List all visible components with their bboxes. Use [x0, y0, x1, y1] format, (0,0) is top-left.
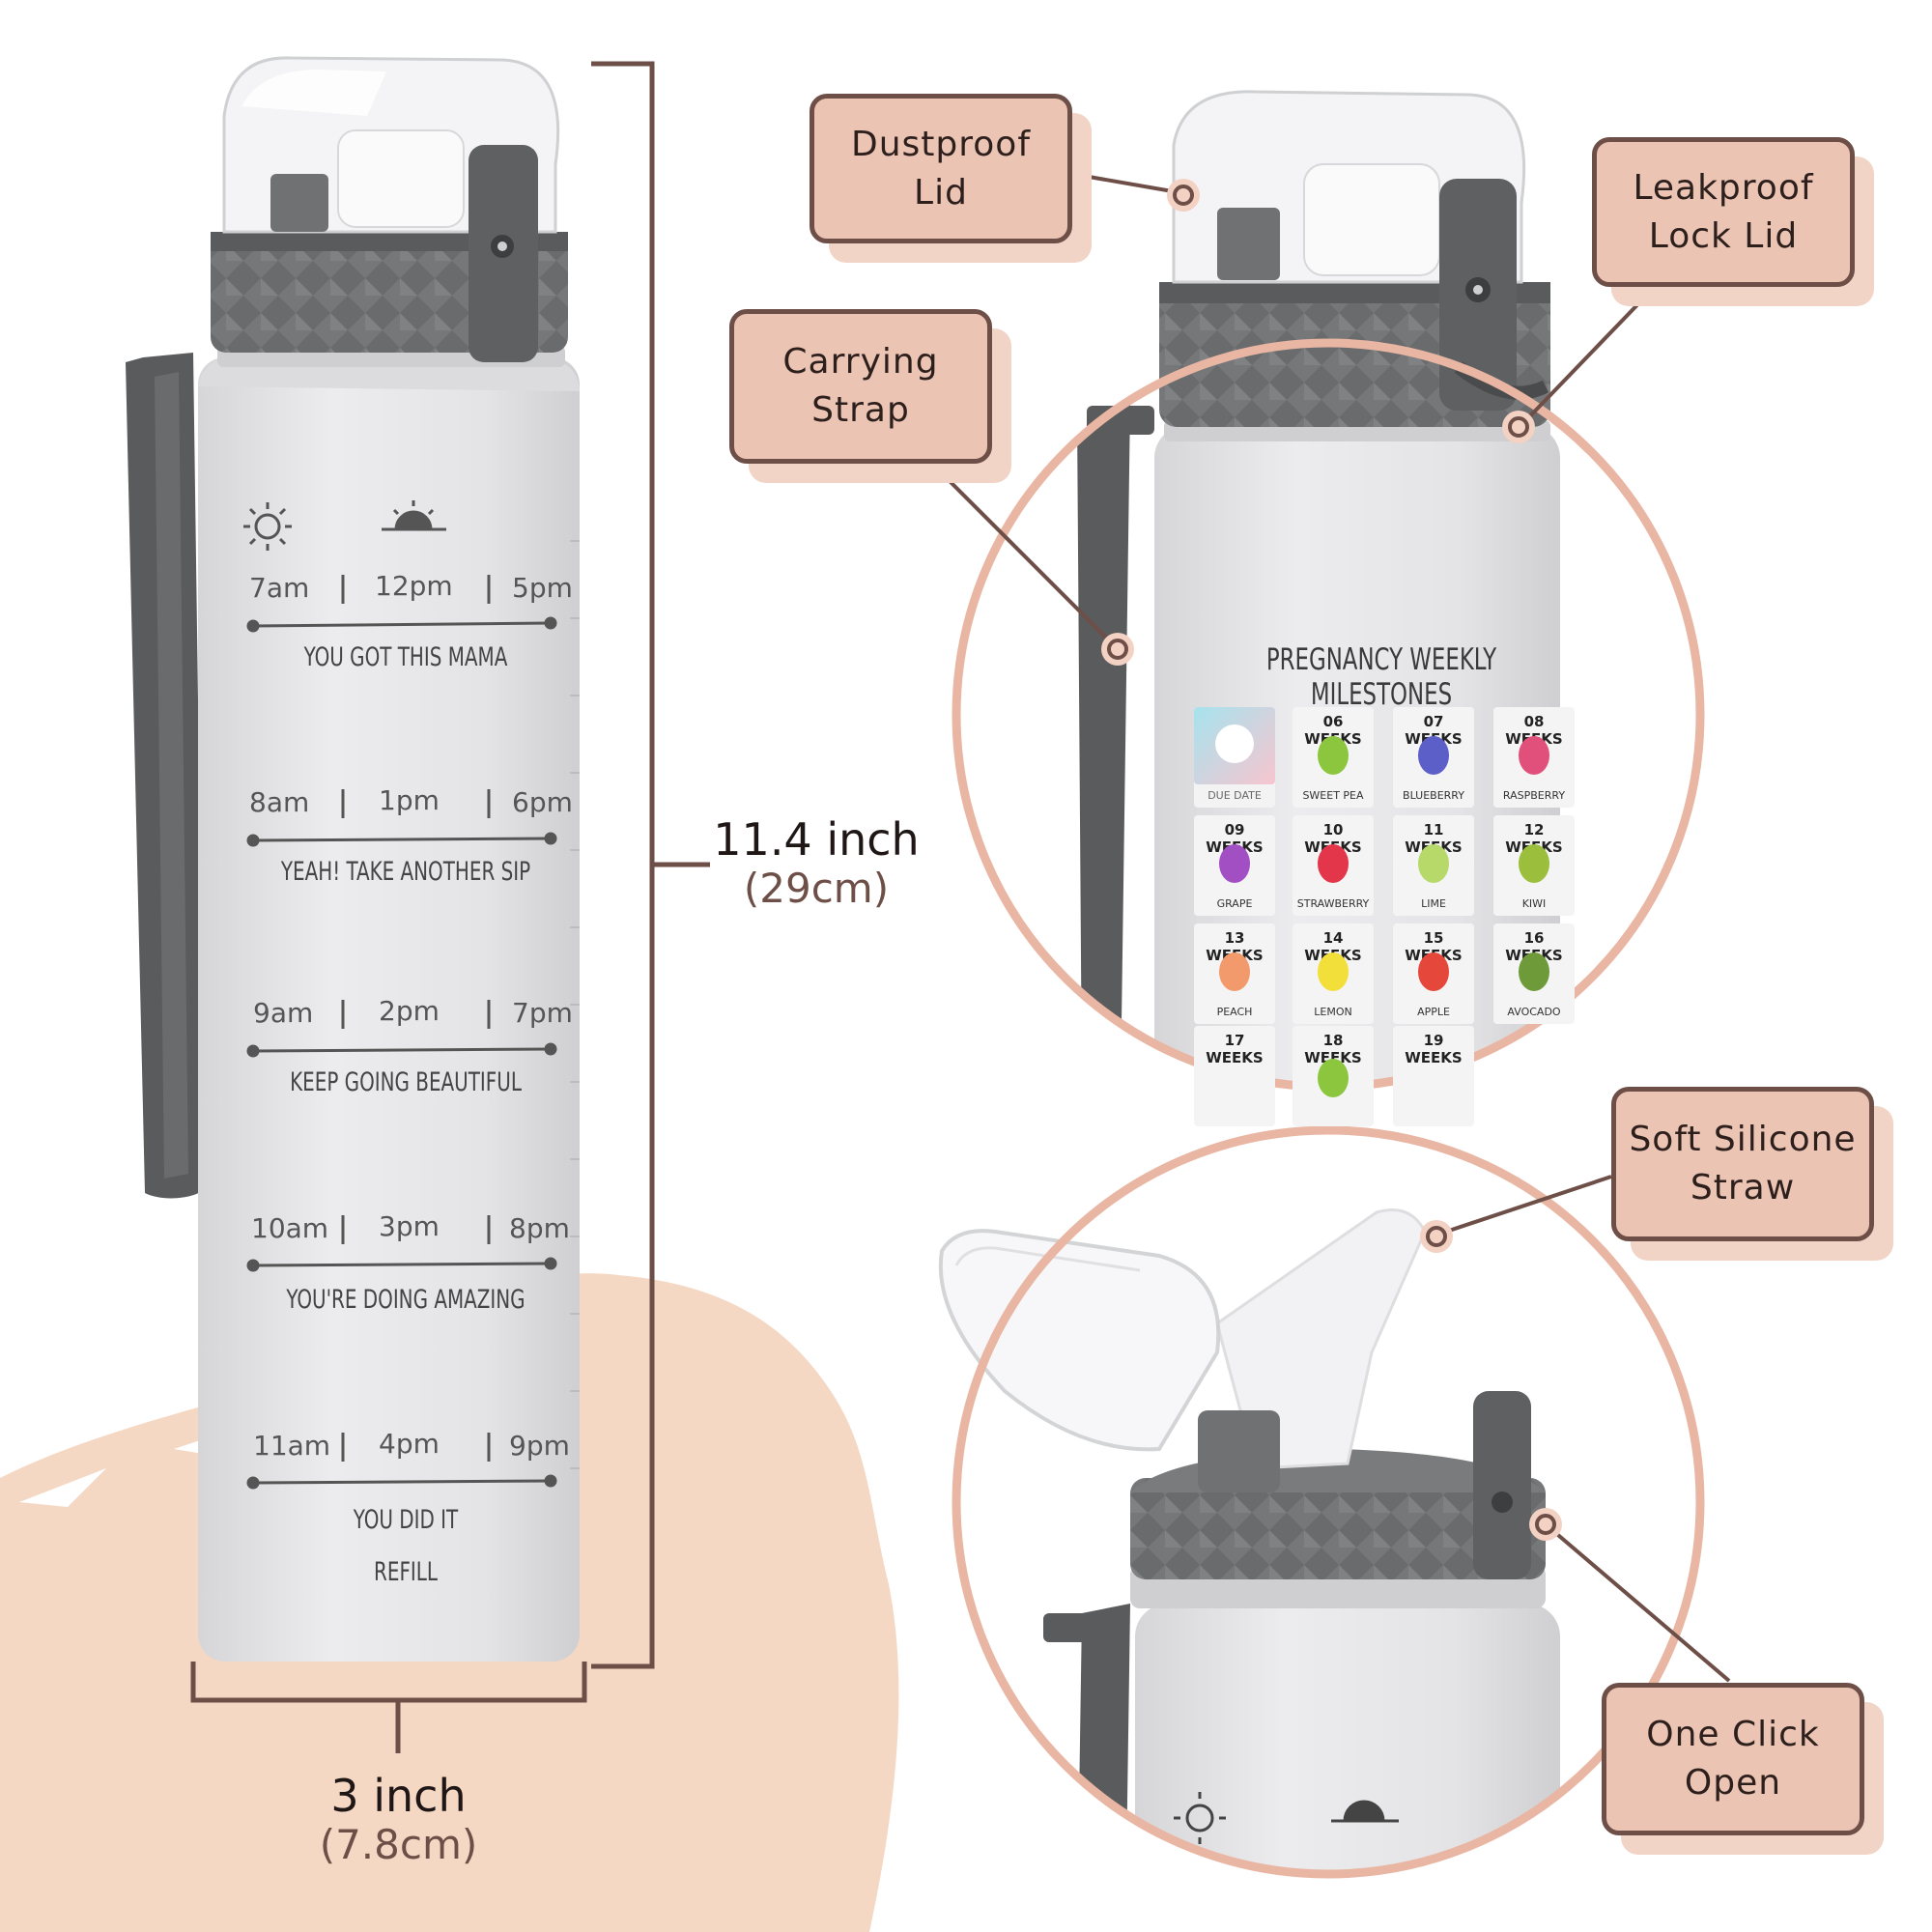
time-morning: 11am	[253, 1430, 331, 1462]
top-bottle-cap	[1087, 90, 1550, 435]
milestone-cell: 18 WEEKS	[1293, 1026, 1374, 1126]
connector-dots	[1101, 179, 1562, 1541]
dimension-lines	[190, 61, 710, 1753]
milestones-title: PREGNANCY WEEKLY MILESTONES	[1265, 642, 1497, 712]
raspberry-icon	[1519, 736, 1549, 775]
motivation-text: YEAH! TAKE ANOTHER SIP	[280, 857, 531, 887]
motivation-text: YOU GOT THIS MAMA	[303, 642, 508, 672]
time-noon: 12pm	[375, 570, 453, 602]
callout-dustproof-lid: Dustproof Lid	[810, 94, 1072, 243]
callout-leakproof-lock-lid: Leakproof Lock Lid	[1592, 137, 1855, 287]
blueberry-icon	[1418, 736, 1449, 775]
apple-icon	[1418, 952, 1449, 991]
milestone-cell: 15 WEEKS APPLE	[1393, 923, 1474, 1024]
callout-soft-silicone-straw: Soft Silicone Straw	[1611, 1087, 1874, 1241]
grape-icon	[1219, 844, 1250, 883]
time-evening: 9pm	[509, 1430, 570, 1462]
milestones-grid: DUE DATE 06 WEEKS SWEET PEA 07 WEEKS BLU…	[1190, 703, 1575, 1126]
milestone-cell: 10 WEEKS STRAWBERRY	[1293, 815, 1374, 916]
lime-icon	[1418, 844, 1449, 883]
avocado-icon	[1519, 952, 1549, 991]
bottom-bottle-cap	[938, 1208, 1546, 1642]
refill-text: REFILL	[374, 1557, 438, 1587]
time-morning: 8am	[249, 786, 310, 818]
due-date-label: DUE DATE	[1208, 789, 1262, 802]
milestone-cell: 08 WEEKS RASPBERRY	[1493, 707, 1575, 808]
time-evening: 6pm	[512, 786, 573, 818]
width-dimension: 3 inch	[330, 1770, 467, 1822]
motivation-text: KEEP GOING BEAUTIFUL	[290, 1067, 522, 1097]
main-bottle	[126, 56, 580, 1662]
time-noon: 2pm	[379, 995, 440, 1027]
peach-icon	[1219, 952, 1250, 991]
milestone-cell: 07 WEEKS BLUEBERRY	[1393, 707, 1474, 808]
time-noon: 4pm	[379, 1428, 440, 1460]
due-date-cell: DUE DATE	[1194, 707, 1275, 808]
milestone-cell: 14 WEEKS LEMON	[1293, 923, 1374, 1024]
height-dimension: 11.4 inch	[713, 813, 920, 866]
sweet-pea-icon	[1318, 736, 1349, 775]
time-evening: 7pm	[512, 997, 573, 1029]
milestone-cell: 06 WEEKS SWEET PEA	[1293, 707, 1374, 808]
time-morning: 7am	[249, 572, 310, 604]
callout-one-click-open: One Click Open	[1602, 1683, 1864, 1835]
time-evening: 8pm	[509, 1212, 570, 1244]
fruit-icon	[1318, 1059, 1349, 1097]
motivation-text: YOU DID IT	[353, 1505, 459, 1535]
milestone-cell: 16 WEEKS AVOCADO	[1493, 923, 1575, 1024]
callout-connectors	[930, 172, 1731, 1683]
milestone-cell: 09 WEEKS GRAPE	[1194, 815, 1275, 916]
time-morning: 9am	[253, 997, 314, 1029]
milestone-cell: 19 WEEKS	[1393, 1026, 1474, 1126]
kiwi-icon	[1519, 844, 1549, 883]
lemon-icon	[1318, 952, 1349, 991]
milestone-cell: 12 WEEKS KIWI	[1493, 815, 1575, 916]
milestone-cell: 17 WEEKS	[1194, 1026, 1275, 1126]
milestone-cell: 13 WEEKS PEACH	[1194, 923, 1275, 1024]
time-noon: 1pm	[379, 784, 440, 816]
sunset-icon	[382, 500, 446, 531]
bottle-time-separators	[341, 575, 491, 1462]
sun-icon	[243, 502, 292, 551]
sun-icon	[1174, 1792, 1226, 1844]
time-evening: 5pm	[512, 572, 573, 604]
width-dimension-metric: (7.8cm)	[319, 1821, 478, 1868]
time-noon: 3pm	[379, 1210, 440, 1242]
bottle-time-lines	[246, 616, 557, 1490]
height-dimension-metric: (29cm)	[743, 865, 890, 912]
time-morning: 10am	[251, 1212, 329, 1244]
strawberry-icon	[1318, 844, 1349, 883]
milestone-cell: 11 WEEKS LIME	[1393, 815, 1474, 916]
sunset-icon	[1331, 1800, 1399, 1823]
motivation-text: YOU'RE DOING AMAZING	[286, 1285, 526, 1315]
callout-carrying-strap: Carrying Strap	[729, 309, 992, 464]
